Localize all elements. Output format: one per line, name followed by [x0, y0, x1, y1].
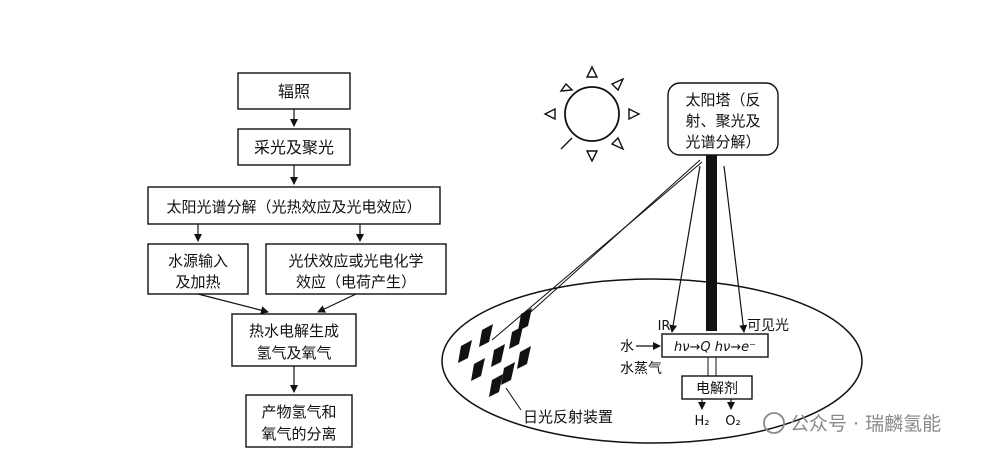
ir-label: IR [658, 319, 671, 334]
flow-step-spectrum-split: 太阳光谱分解（光热效应及光电效应） [147, 186, 441, 225]
visible-light-label: 可见光 [747, 318, 789, 334]
heliostat-leader-line [505, 387, 522, 411]
h2-label: H₂ [695, 414, 710, 429]
converter-label: hν→Q hν→e⁻ [674, 340, 756, 355]
flow-step-irradiation: 辐照 [237, 72, 351, 110]
o2-label: O₂ [725, 414, 740, 429]
flow-step-electrolysis-line2: 氢气及氧气 [256, 344, 331, 362]
flow-step-photovoltaic: 光伏效应或光电化学 效应（电荷产生） [265, 243, 447, 295]
flow-step-collection-label: 采光及聚光 [254, 138, 334, 157]
ray-to-tower-1 [523, 159, 701, 319]
flow-step-photovoltaic-line2: 效应（电荷产生） [296, 273, 416, 291]
electrolyzer-label: 电解剂 [696, 381, 738, 397]
ray-ir [669, 165, 701, 333]
solar-tower-line2: 射、聚光及 [685, 112, 760, 130]
heliostat-icon [509, 326, 523, 349]
solar-tower-line1: 太阳塔（反 [685, 91, 760, 109]
steam-label: 水蒸气 [620, 361, 662, 377]
heliostat-icon [479, 324, 493, 347]
heliostat-icon [491, 344, 505, 367]
flow-step-separation-line2: 氧气的分离 [261, 425, 336, 443]
ray-to-tower-2 [491, 161, 703, 341]
water-label: 水 [620, 339, 634, 355]
heliostat-icon [517, 346, 531, 369]
watermark-text: 公众号 · 瑞麟氢能 [790, 413, 941, 435]
flow-step-photovoltaic-line1: 光伏效应或光电化学 [288, 252, 423, 270]
flow-step-water-input-line2: 及加热 [175, 273, 220, 291]
heliostat-icon [489, 374, 503, 397]
heliostat-array [458, 308, 532, 397]
flow-step-separation: 产物氢气和 氧气的分离 [245, 394, 353, 448]
flow-step-irradiation-label: 辐照 [278, 82, 310, 101]
heliostat-icon [501, 362, 515, 385]
heliostat-icon [518, 308, 532, 331]
flow-arrow-4a [197, 293, 269, 315]
solar-tower: 太阳塔（反 射、聚光及 光谱分解） [667, 82, 779, 156]
wechat-icon [763, 412, 785, 434]
flow-step-collection: 采光及聚光 [237, 128, 351, 166]
flow-step-electrolysis: 热水电解生成 氢气及氧气 [231, 313, 357, 367]
solar-tower-line3: 光谱分解） [685, 133, 760, 151]
sun-icon [543, 65, 641, 163]
electrolyzer-box: 电解剂 [681, 375, 753, 400]
heliostat-icon [471, 358, 485, 381]
flow-step-water-input-line1: 水源输入 [168, 252, 228, 270]
flow-step-separation-line1: 产物氢气和 [261, 403, 336, 421]
flow-arrow-4b [317, 293, 357, 313]
flowchart: 辐照 采光及聚光 太阳光谱分解（光热效应及光电效应） 水源输入 及加热 光伏效应… [147, 72, 447, 448]
heliostat-icon [458, 340, 472, 363]
system-schematic: 太阳塔（反 射、聚光及 光谱分解） IR 可见光 hν→Q hν→e⁻ 水 水蒸… [441, 65, 863, 444]
watermark: 公众号 · 瑞麟氢能 [763, 412, 941, 435]
flow-step-water-input: 水源输入 及加热 [147, 243, 249, 295]
concentrated-beam [706, 155, 717, 331]
flow-step-electrolysis-line1: 热水电解生成 [249, 322, 339, 340]
converter-box: hν→Q hν→e⁻ [661, 333, 769, 358]
ground-field [441, 278, 863, 444]
flow-step-spectrum-split-label: 太阳光谱分解（光热效应及光电效应） [166, 198, 421, 216]
heliostat-label: 日光反射装置 [523, 408, 613, 426]
ray-visible [723, 165, 748, 333]
